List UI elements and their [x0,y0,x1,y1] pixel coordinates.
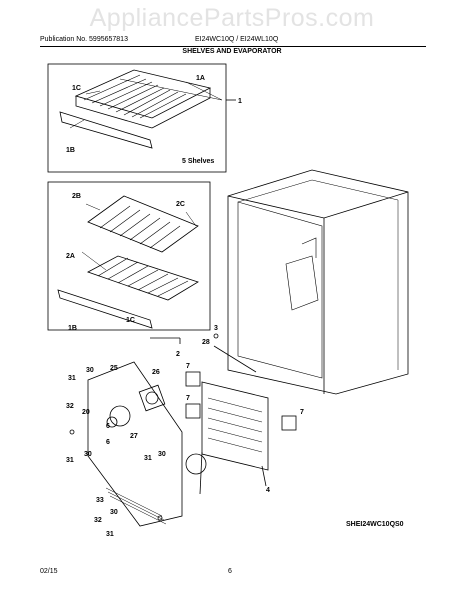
callout-31d: 31 [106,531,114,538]
callout-30a: 30 [86,367,94,374]
callout-7b: 7 [186,395,190,402]
wire-shelf-top [87,195,199,253]
callout-28: 28 [202,339,210,346]
footer-date: 02/15 [40,568,58,575]
shelf-front-trim [59,111,153,149]
fan-cover-panel [87,361,183,527]
publication-number: Publication No. 5995657813 [40,36,128,43]
callout-1C-b: 1C [126,317,135,324]
callout-27: 27 [130,433,138,440]
drawing-code: SHEI24WC10QS0 [346,521,404,528]
callout-3: 3 [214,325,218,332]
sensor-7b [185,403,201,419]
callout-33: 33 [96,497,104,504]
header-rule [40,46,426,47]
callout-1: 1 [238,98,242,105]
wire-shelf-bottom [87,255,199,301]
screw-3 [213,333,219,339]
shelf-set-box [47,181,211,331]
callout-32b: 32 [94,517,102,524]
cabinet [227,169,409,395]
callout-30b: 30 [84,451,92,458]
callout-2: 2 [176,351,180,358]
callout-31a: 31 [68,375,76,382]
page-number: 6 [228,568,232,575]
sensor-7c [281,415,297,431]
callout-31c: 31 [144,455,152,462]
cabinet-liner [237,201,323,379]
callout-2A: 2A [66,253,75,260]
callout-31b: 31 [66,457,74,464]
callout-2B: 2B [72,193,81,200]
callout-7a: 7 [186,363,190,370]
callout-20: 20 [82,409,90,416]
shelf-box [47,63,227,173]
box-label-shelves: 5 Shelves [182,158,214,165]
sensor-7a [185,371,201,387]
callout-6b: 6 [106,439,110,446]
callout-6a: 6 [106,423,110,430]
callout-30c: 30 [158,451,166,458]
callout-25: 25 [110,365,118,372]
callout-1B-b: 1B [68,325,77,332]
callout-30d: 30 [110,509,118,516]
callout-1B: 1B [66,147,75,154]
fan-motor-26 [138,384,166,412]
page-title: SHELVES AND EVAPORATOR [182,48,282,55]
evaporator-plate [201,381,269,471]
callout-26: 26 [152,369,160,376]
callout-1C: 1C [72,85,81,92]
model-numbers: EI24WC10Q / EI24WL10Q [195,36,279,43]
heater-wire [213,345,257,373]
shelf-front-trim-2 [57,289,153,329]
callout-2C: 2C [176,201,185,208]
coil-tubing [185,453,207,475]
callout-7c: 7 [300,409,304,416]
callout-1A: 1A [196,75,205,82]
callout-4: 4 [266,487,270,494]
callout-32a: 32 [66,403,74,410]
watermark: AppliancePartsPros.com [89,4,375,32]
